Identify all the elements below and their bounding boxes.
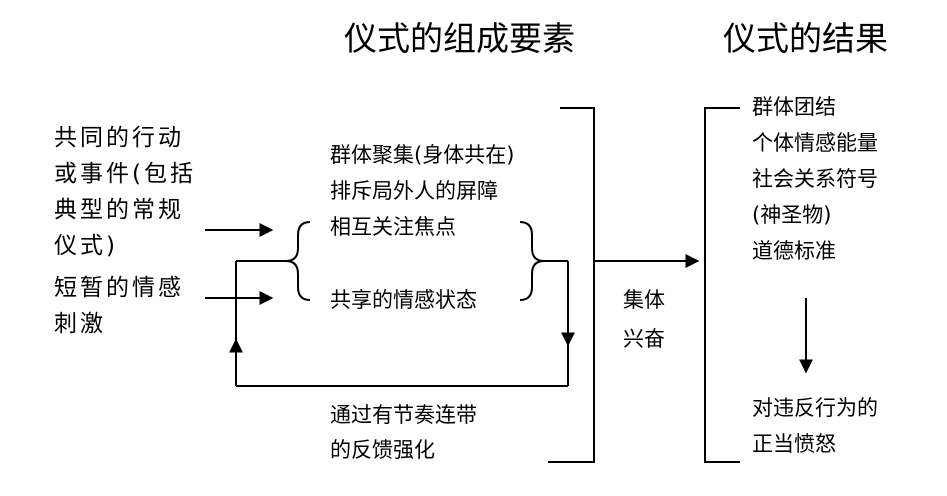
component-mutual-focus: 相互关注焦点 [330, 215, 456, 239]
component-shared-mood: 共享的情感状态 [330, 288, 477, 312]
input-line-6: 刺激 [54, 311, 106, 337]
components-bracket [548, 107, 595, 463]
component-group-assembly: 群体聚集(身体共在) [330, 143, 515, 167]
result-symbols: 社会关系符号 [752, 167, 878, 191]
feedback-line-1: 通过有节奏连带 [330, 403, 477, 427]
input-line-1: 共同的行动 [54, 125, 184, 151]
title-results: 仪式的结果 [723, 19, 888, 58]
right-brace [519, 221, 545, 301]
outcome-line-1: 对违反行为的 [752, 396, 878, 420]
center-line-2: 兴奋 [623, 327, 665, 351]
result-emotional-energy: 个体情感能量 [752, 131, 878, 155]
input-line-4: 仪式) [54, 233, 118, 259]
result-sacred-objects: (神圣物) [752, 203, 832, 227]
title-components: 仪式的组成要素 [344, 19, 575, 58]
input-line-2: 或事件(包括 [54, 161, 196, 187]
feedback-line-2: 的反馈强化 [330, 438, 435, 462]
left-brace [285, 221, 311, 301]
input-line-3: 典型的常规 [54, 197, 184, 223]
result-morality: 道德标准 [752, 239, 836, 263]
input-line-5: 短暂的情感 [54, 275, 184, 301]
outcome-line-2: 正当愤怒 [752, 432, 836, 456]
component-barrier: 排斥局外人的屏障 [330, 179, 498, 203]
results-bracket [704, 107, 740, 463]
result-solidarity: 群体团结 [752, 95, 836, 119]
center-line-1: 集体 [623, 288, 665, 312]
